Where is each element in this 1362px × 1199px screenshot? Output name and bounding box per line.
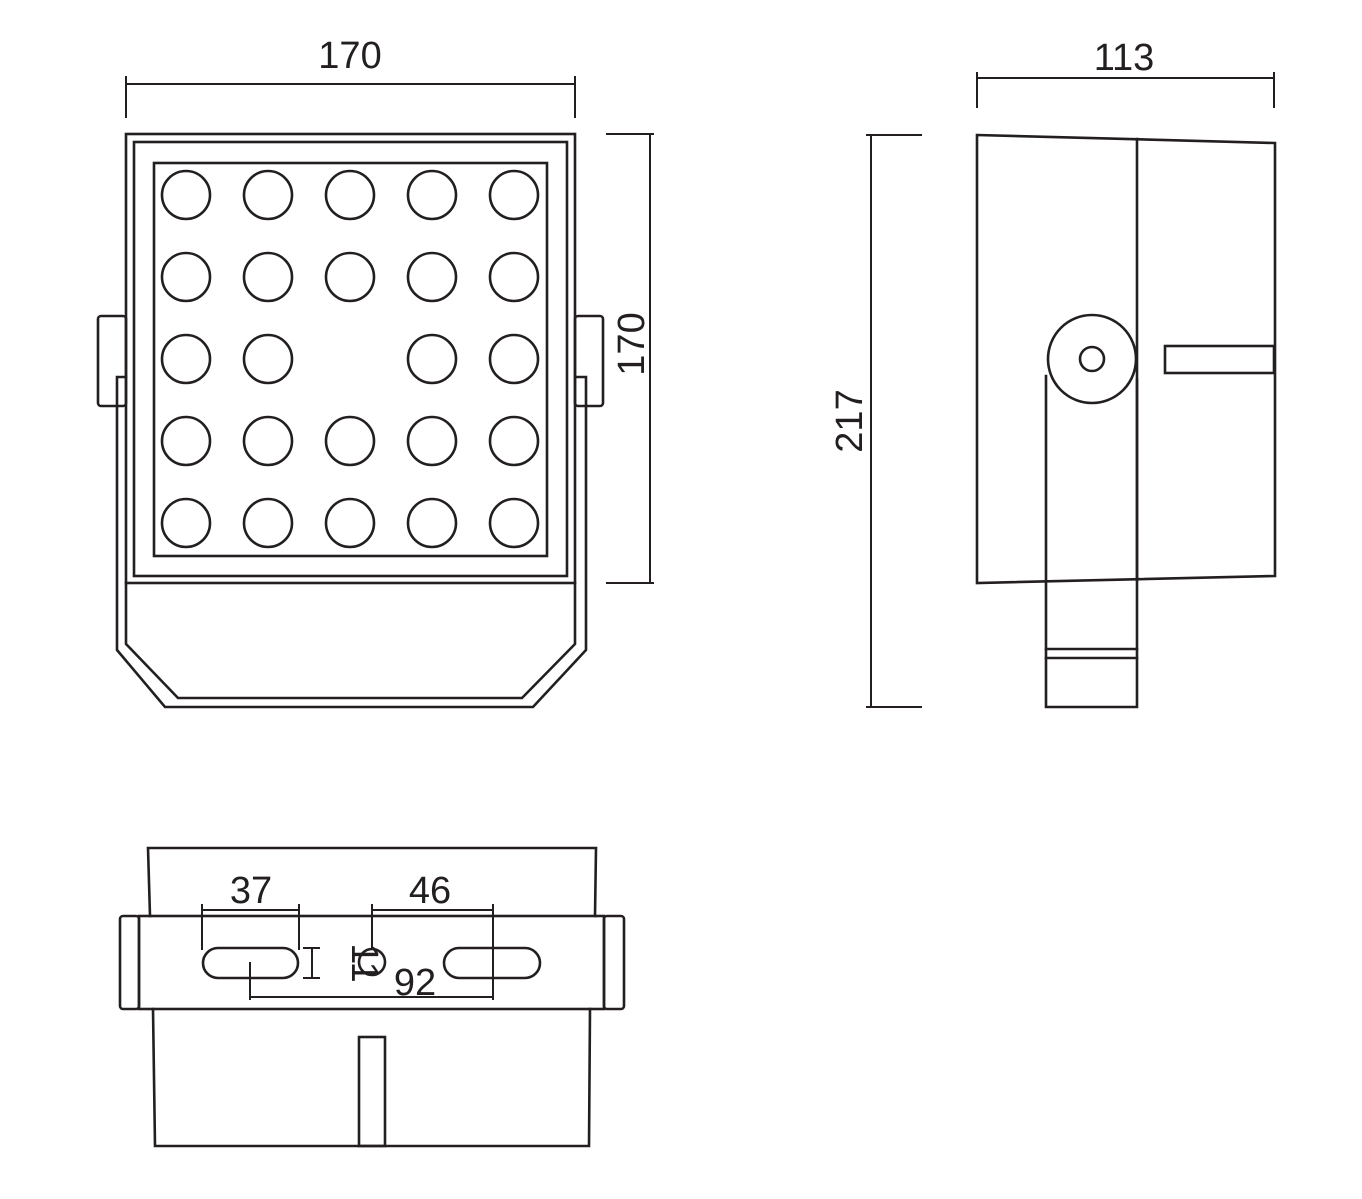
led-lens (488, 333, 540, 385)
front-width-label: 170 (318, 35, 381, 77)
led-lens (160, 251, 212, 303)
led-lens (242, 251, 294, 303)
front-height-label: 170 (611, 312, 653, 375)
led-lens (160, 497, 212, 549)
led-lens (406, 497, 458, 549)
led-lens (324, 169, 376, 221)
led-lens (160, 333, 212, 385)
front-width-dimension: 170 (125, 35, 576, 118)
led-array (160, 169, 540, 549)
bottom-housing-lower (151, 1007, 592, 1148)
side-housing (975, 133, 1277, 585)
front-height-dimension: 170 (606, 133, 654, 584)
led-lens (488, 169, 540, 221)
led-lens (488, 415, 540, 467)
side-depth-dimension: 113 (976, 37, 1275, 108)
led-lens (242, 497, 294, 549)
front-housing-outer (124, 132, 577, 585)
side-height-label: 217 (829, 389, 871, 452)
side-pivot-bolt (1078, 345, 1106, 373)
slot-width-dimension: 11 (303, 943, 385, 983)
side-depth-label: 113 (1094, 37, 1155, 79)
led-lens (324, 415, 376, 467)
slot-length-dimension: 37 (201, 870, 300, 950)
led-lens (406, 415, 458, 467)
led-lens (406, 169, 458, 221)
bottom-right-knob (602, 914, 626, 1011)
side-mount-rail (1163, 344, 1276, 375)
led-lens (324, 251, 376, 303)
side-view: 113 217 (829, 37, 1277, 709)
led-lens (160, 169, 212, 221)
slot-width-label: 11 (343, 943, 385, 982)
bottom-cable-gland (357, 1035, 387, 1148)
slot-length-label: 37 (230, 870, 272, 912)
led-lens (324, 497, 376, 549)
front-left-knob (96, 314, 128, 408)
slot-spacing-dimension: 92 (249, 962, 493, 1004)
side-height-dimension: 217 (829, 134, 922, 708)
front-view: 170 170 (96, 35, 654, 709)
front-housing-bezel (132, 140, 569, 578)
slot-spacing-label: 92 (394, 962, 436, 1004)
side-bracket-arm (1044, 374, 1139, 709)
bottom-housing-top (146, 846, 598, 918)
led-lens (242, 169, 294, 221)
led-lens (488, 251, 540, 303)
front-bracket-outer (115, 375, 588, 709)
hole-offset-label: 46 (409, 870, 451, 912)
led-lens (406, 251, 458, 303)
front-led-window (152, 161, 549, 558)
led-lens (406, 333, 458, 385)
led-lens (160, 415, 212, 467)
bottom-left-knob (118, 914, 141, 1011)
front-right-knob (573, 314, 605, 408)
led-lens (242, 333, 294, 385)
front-bracket-inner (124, 581, 577, 700)
side-pivot-outer (1046, 313, 1138, 405)
led-lens (242, 415, 294, 467)
bottom-view: 37 46 11 92 (118, 846, 626, 1148)
led-lens (488, 497, 540, 549)
hole-offset-dimension: 46 (371, 870, 494, 1000)
